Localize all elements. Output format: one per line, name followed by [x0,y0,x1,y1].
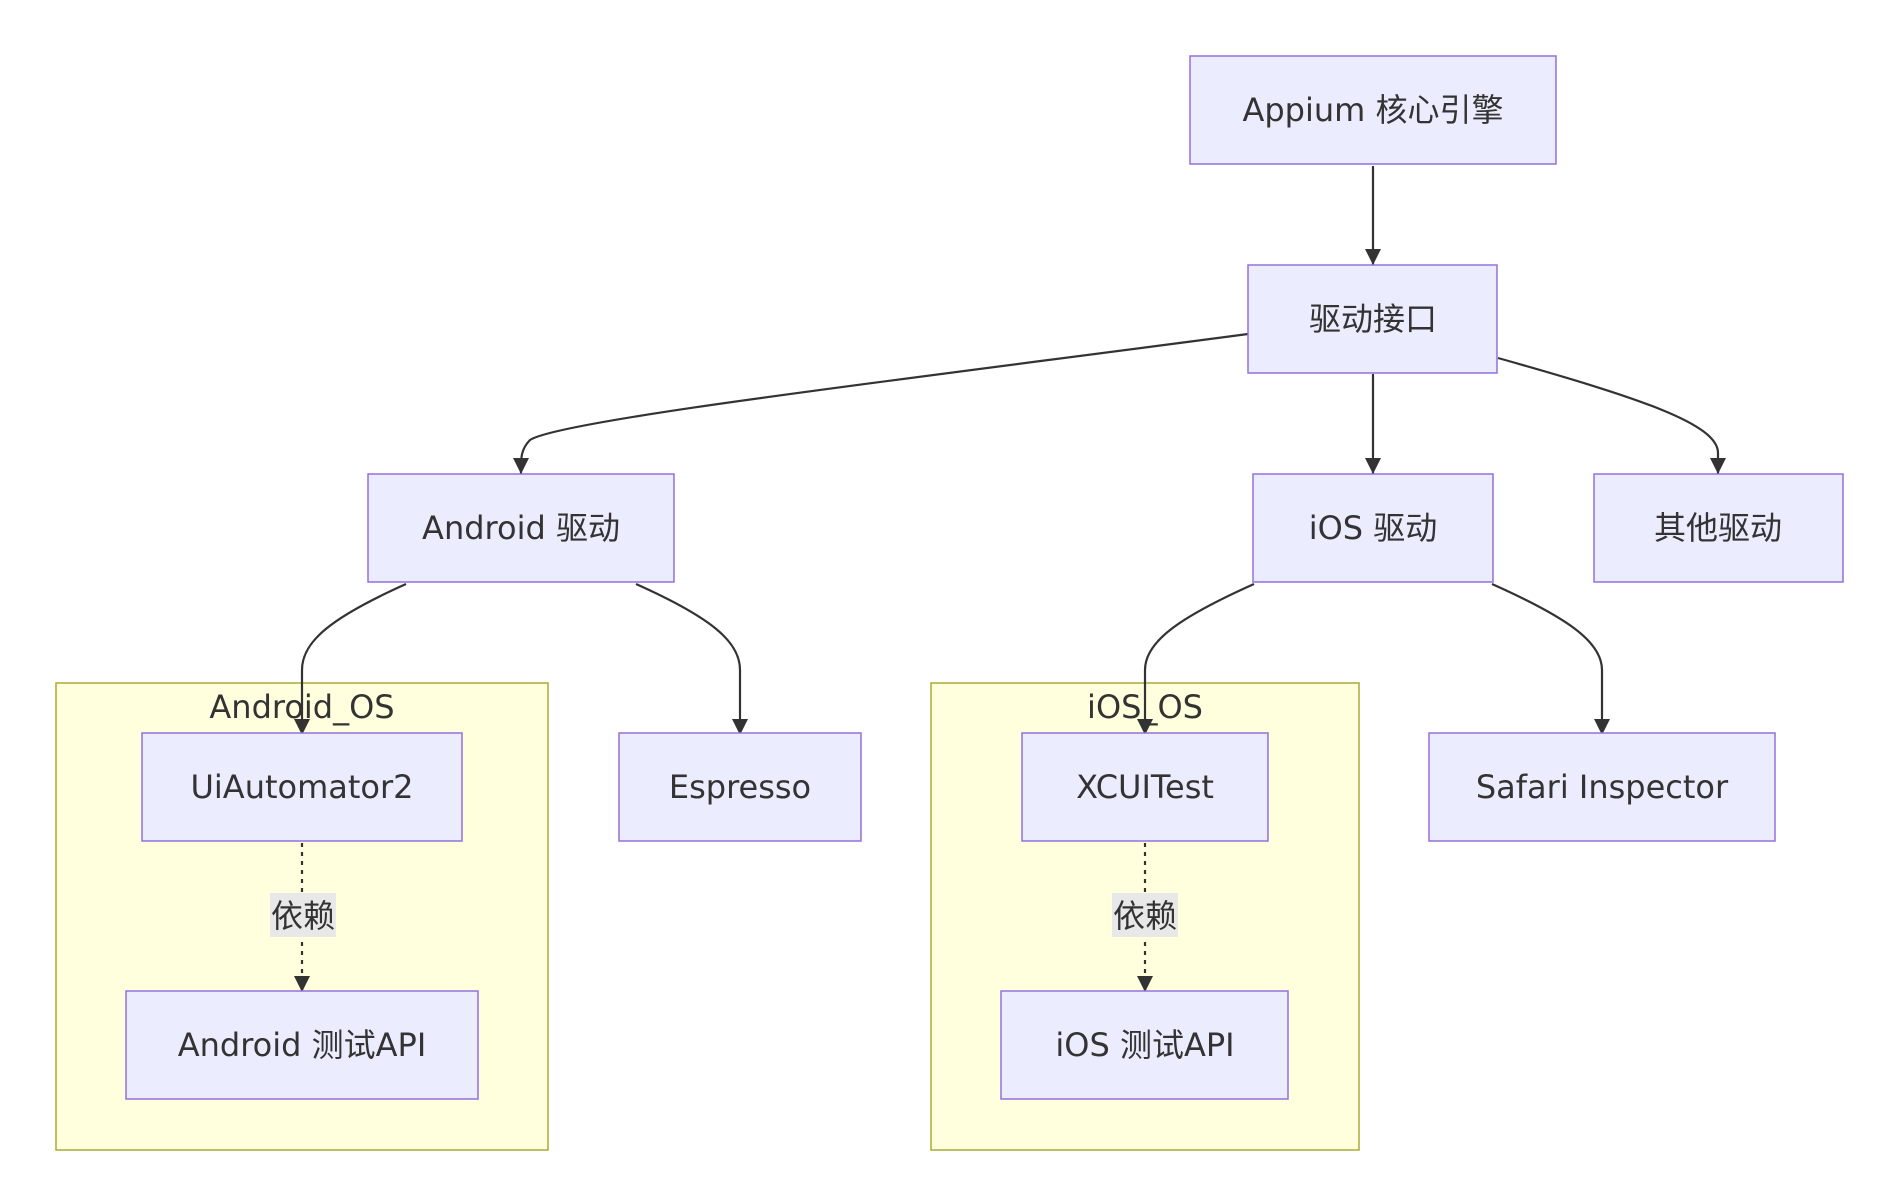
edge-label-android-dependency: 依赖 [270,893,336,937]
node-label: iOS 测试API [1055,1026,1234,1064]
edge-interface-to-other-drivers [1497,356,1726,474]
node-ios-test-api: iOS 测试API [1000,990,1289,1100]
node-other-drivers: 其他驱动 [1593,473,1844,583]
node-label: XCUITest [1076,768,1214,806]
node-driver-interface: 驱动接口 [1247,264,1498,374]
edge-label-ios-dependency: 依赖 [1112,893,1178,937]
edge-interface-to-android-driver [512,332,1249,475]
node-label: Android 测试API [178,1026,427,1064]
edge-android-driver-to-espresso [635,582,748,735]
node-label: iOS 驱动 [1309,509,1438,547]
edge-label-text: 依赖 [271,897,335,935]
node-ios-driver: iOS 驱动 [1252,473,1494,583]
node-uiautomator2: UiAutomator2 [141,732,463,842]
node-xcuitest: XCUITest [1021,732,1269,842]
node-appium-core: Appium 核心引擎 [1189,55,1557,165]
node-label: Safari Inspector [1476,768,1729,806]
node-label: Espresso [669,768,811,806]
edge-label-text: 依赖 [1113,897,1177,935]
edge-android-driver-to-uiautomator2 [294,582,407,735]
edge-ios-driver-to-xcuitest [1137,582,1255,735]
node-espresso: Espresso [618,732,862,842]
node-label: Appium 核心引擎 [1242,91,1503,129]
node-android-driver: Android 驱动 [367,473,675,583]
node-label: Android 驱动 [422,509,620,547]
node-label: UiAutomator2 [190,768,413,806]
node-android-test-api: Android 测试API [125,990,479,1100]
node-label: 驱动接口 [1309,300,1437,338]
node-safari-inspector: Safari Inspector [1428,732,1776,842]
node-label: 其他驱动 [1654,509,1782,547]
edge-ios-driver-to-safari [1491,582,1610,735]
